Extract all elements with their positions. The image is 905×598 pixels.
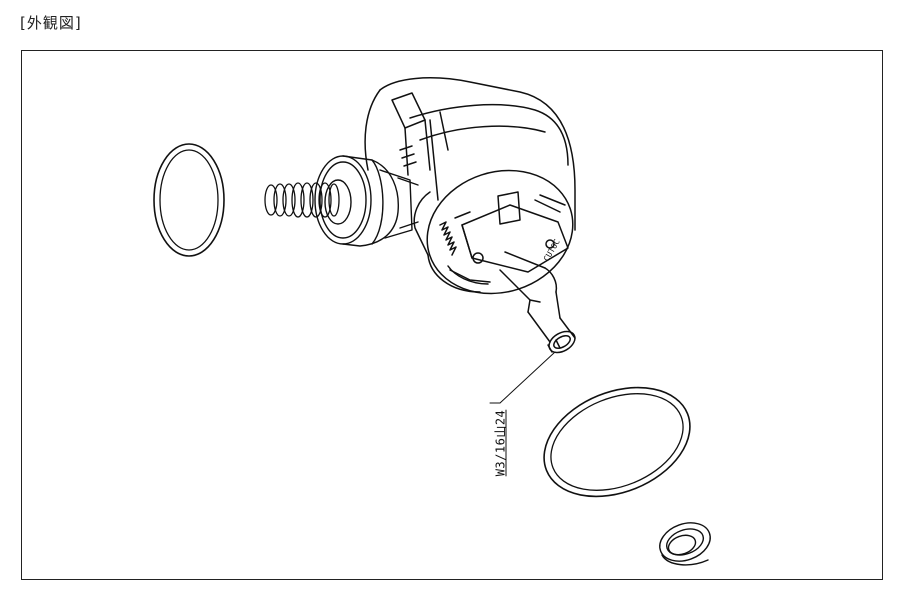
callout-leader [489,351,556,404]
cartridge-body [364,77,576,295]
thread-callout: W3/16山24 [470,402,530,484]
drawing-frame [21,50,883,580]
left-o-ring [153,143,225,257]
spring [264,182,340,218]
stem: CUTOC [499,237,576,354]
thread-callout-label: W3/16山24 [493,409,508,477]
right-o-ring [543,386,691,498]
valve-seat [314,155,419,247]
small-seal-ring [659,522,711,566]
diagram-title: [外観図] [20,14,82,32]
stem-marking: CUTOC [542,237,562,263]
